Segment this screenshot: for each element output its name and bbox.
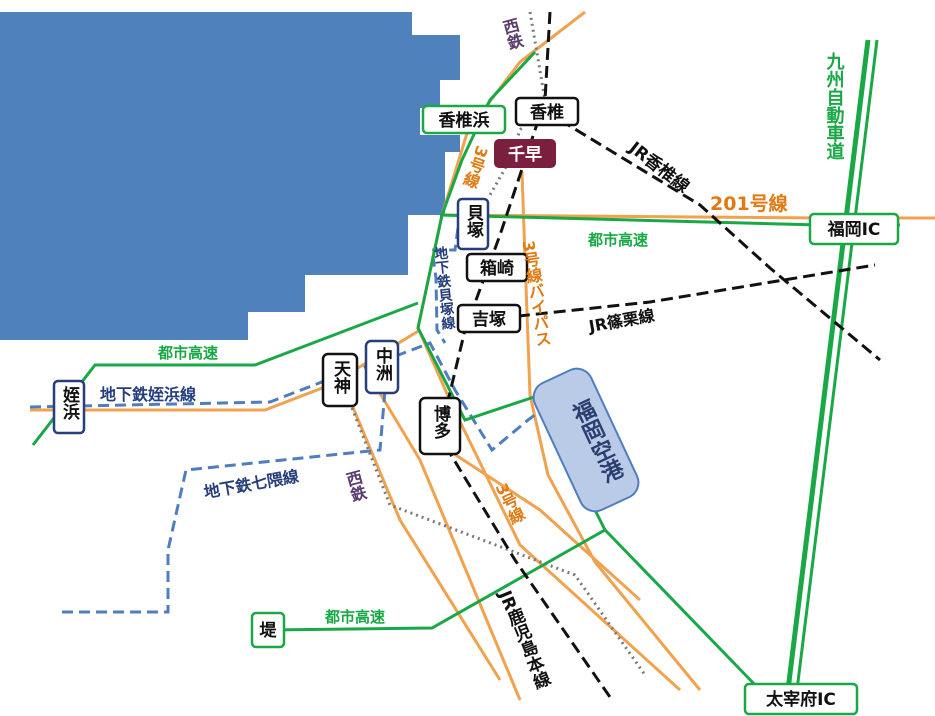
station-tsutsumi: 堤 — [260, 621, 278, 641]
station-fukuoka-ic-box — [808, 212, 900, 246]
label-jr-sasaguri: JR篠栗線 — [586, 306, 656, 336]
station-kashii-box — [514, 96, 580, 127]
label-subway-kuko: 地下鉄姪浜線 — [100, 385, 196, 404]
station-dazaifu-ic: 太宰府IC — [766, 689, 836, 710]
fukuoka-airport-shape — [532, 367, 640, 513]
station-fukuoka-ic: 福岡IC — [827, 219, 881, 240]
jr-sasaguri-path — [499, 263, 876, 320]
station-kashiihama: 香椎浜 — [439, 110, 490, 131]
station-kaizuka: 貝塚 — [463, 204, 484, 238]
station-nakasu-box — [364, 339, 400, 395]
station-tsutsumi-box — [250, 611, 286, 649]
route-3-bypass-road — [520, 171, 702, 691]
label-route-3-bypass: 3号線バイパス — [519, 239, 553, 348]
station-kaizuka-box — [456, 197, 490, 251]
station-meinohama: 姪浜 — [59, 385, 80, 421]
station-tenjin: 天神 — [330, 360, 351, 395]
label-nishitetsu-north: 西鉄 — [498, 16, 525, 53]
station-meinohama-box — [52, 379, 86, 435]
label-toshi-kosoku-east: 都市高速 — [587, 231, 648, 249]
label-jr-kashii: JR香椎線 — [624, 137, 693, 198]
subway-kuko-path — [29, 341, 549, 453]
label-toshi-kosoku-south: 都市高速 — [324, 608, 385, 626]
station-chihaya-box — [494, 139, 556, 168]
label-route-3-north: 3号線 — [459, 143, 492, 191]
jr-kashii-path — [559, 118, 881, 362]
sea-area — [0, 12, 460, 340]
label-toshi-kosoku-west: 都市高速 — [157, 344, 218, 362]
station-hakata-box — [418, 396, 462, 456]
station-chihaya: 千早 — [508, 145, 542, 165]
station-tenjin-box — [321, 352, 359, 408]
station-hakata: 博多 — [430, 404, 451, 440]
station-yoshizuka: 吉塚 — [472, 310, 506, 330]
label-subway-hakozaki: 地下鉄貝塚線 — [431, 245, 456, 332]
station-kashiihama-box — [421, 104, 507, 135]
label-subway-nanakuma: 地下鉄七隈線 — [202, 467, 300, 502]
stations: 香椎浜 香椎 千早 貝塚 箱崎 吉塚 姪浜 天神 中洲 博多 福岡IC 太宰府I… — [52, 96, 900, 716]
label-route-201: 201号線 — [710, 192, 788, 215]
label-route-3-south: 3号線 — [492, 480, 528, 528]
label-nishitetsu-south: 西鉄 — [342, 468, 369, 505]
subway-lines — [29, 227, 549, 614]
kyushu-expressway-road — [785, 39, 871, 691]
road-hakata-east — [444, 446, 642, 602]
road-tenjin-south — [350, 404, 502, 681]
road-nakasu-south — [370, 379, 522, 701]
subway-hakozaki-path — [430, 227, 460, 344]
label-kyushu-expressway: 九州自動車道 — [824, 52, 846, 160]
station-hakozaki: 箱崎 — [480, 258, 514, 279]
subway-nanakuma-path — [62, 389, 387, 614]
station-yoshizuka-box — [456, 303, 522, 334]
station-nakasu: 中洲 — [372, 346, 393, 381]
station-dazaifu-ic-box — [743, 682, 859, 716]
station-hakozaki-box — [465, 252, 529, 283]
kyushu-expressway-road-inner — [795, 39, 879, 691]
station-kashii: 香椎 — [530, 102, 564, 123]
road-west — [30, 328, 421, 412]
